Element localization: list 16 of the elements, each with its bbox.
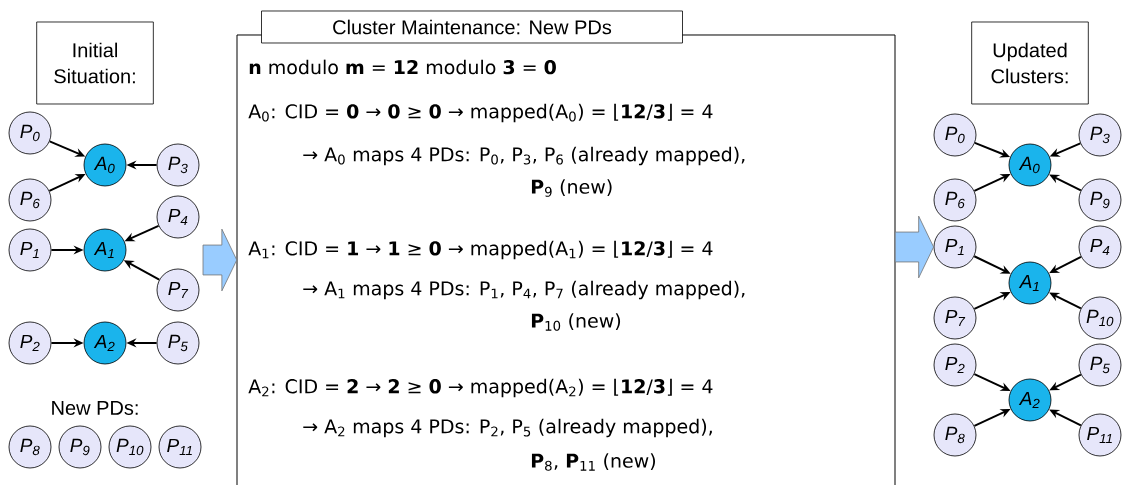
text-line: P$_{9}$ (new) — [531, 179, 612, 197]
text-line: A$_{0}$: CID = 0 → 0 ≥ 0 → mapped(A$_{0}$) = ⌊12/3⌋ = 4 — [248, 103, 713, 123]
text-line: A$_{1}$: CID = 1 → 1 ≥ 0 → mapped(A$_{1}$) = ⌊12/3⌋ = 4 — [248, 240, 713, 260]
header-box: Initial Situation: — [36, 21, 154, 105]
caption-text: New PDs: — [52, 401, 138, 415]
text-line: n modulo m = 12 modulo 3 = 0 — [249, 59, 556, 75]
heading-tab: Cluster Maintenance: New PDs — [261, 10, 683, 44]
text-line: P$_{8}$, P$_{11}$ (new) — [531, 453, 655, 471]
text-line: → A$_{1}$ maps 4 PDs: P$_{1}$, P$_{4}$, P$_{7}$ (already mapped), — [303, 280, 745, 300]
text-line: P$_{10}$ (new) — [531, 313, 621, 331]
header-box: Updated Clusters: — [971, 21, 1089, 105]
text-line: → A$_{0}$ maps 4 PDs: P$_{0}$, P$_{3}$, P$_{6}$ (already mapped), — [303, 146, 745, 166]
text-line: → A$_{2}$ maps 4 PDs: P$_{2}$, P$_{5}$ (already mapped), — [303, 418, 712, 438]
block-arrow — [202, 228, 238, 292]
text-line: A$_{2}$: CID = 2 → 2 ≥ 0 → mapped(A$_{2}$) = ⌊12/3⌋ = 4 — [248, 378, 713, 398]
block-arrow — [894, 215, 934, 279]
